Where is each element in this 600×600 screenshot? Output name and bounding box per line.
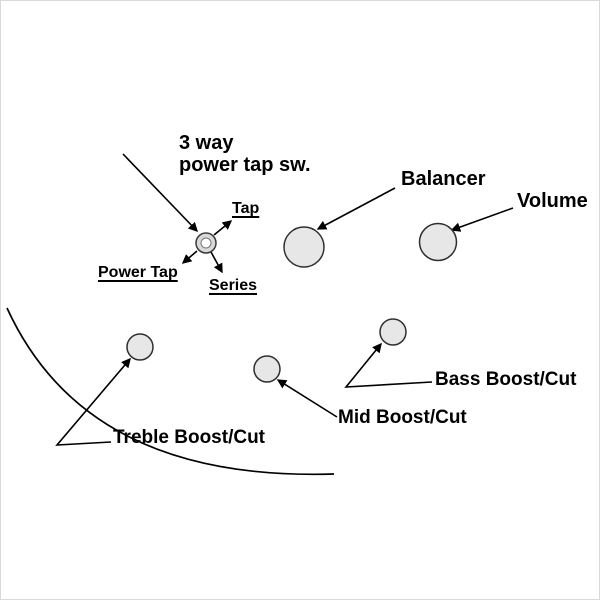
tap-position-arrow	[213, 220, 233, 236]
volume-label: Volume	[517, 190, 588, 212]
switch-label: 3 way power tap sw.	[179, 132, 311, 176]
bass-boost-cut-label: Bass Boost/Cut	[435, 369, 577, 390]
bass-knob	[379, 318, 407, 346]
mid-pointer-line	[276, 379, 338, 418]
series-position-arrow	[210, 251, 223, 274]
tap-position-label: Tap	[232, 200, 260, 217]
treble-boost-cut-label: Treble Boost/Cut	[113, 427, 266, 448]
three-way-switch	[195, 232, 217, 254]
power-tap-position-arrow	[181, 250, 198, 264]
switch-inner-tip	[200, 237, 212, 249]
balancer-knob	[283, 226, 325, 268]
mid-knob	[253, 355, 281, 383]
series-position-label: Series	[209, 277, 258, 294]
volume-knob	[418, 222, 458, 262]
body-edge-curve	[6, 307, 335, 476]
bass-pointer-line	[344, 342, 433, 388]
mid-boost-cut-label: Mid Boost/Cut	[338, 407, 467, 428]
switch-pointer-line	[122, 153, 198, 233]
volume-pointer-line	[450, 207, 514, 232]
treble-knob	[126, 333, 154, 361]
balancer-label: Balancer	[401, 168, 486, 190]
power-tap-position-label: Power Tap	[98, 264, 178, 281]
switch-label-line1: 3 way	[179, 132, 234, 154]
switch-label-line2: power tap sw.	[179, 154, 311, 176]
treble-pointer-line	[55, 357, 131, 446]
balancer-pointer-line	[316, 187, 396, 230]
